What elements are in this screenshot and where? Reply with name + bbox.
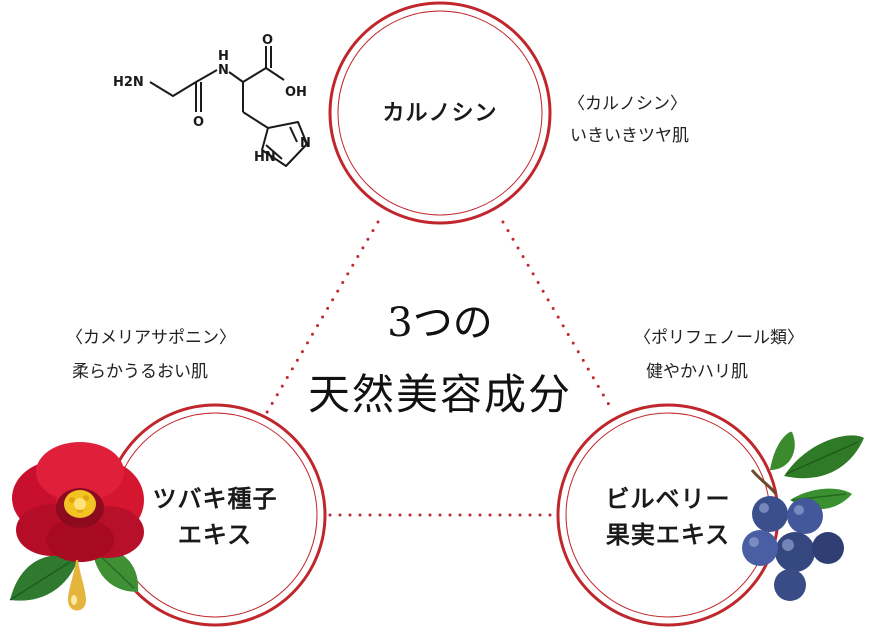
camellia-category: 〈カメリアサポニン〉	[66, 328, 236, 348]
carbonyl-o-label: O	[193, 115, 204, 130]
amide-h-label: H	[218, 49, 229, 64]
camellia-benefit: 柔らかうるおい肌	[72, 362, 208, 382]
acid-o-label: O	[262, 33, 273, 48]
carnosine-molecule-icon	[149, 46, 308, 167]
amide-n-label: N	[218, 63, 229, 78]
carnosine-category: 〈カルノシン〉	[568, 94, 687, 114]
camellia-name-line1: ツバキ種子	[152, 484, 278, 513]
carnosine-name: カルノシン	[382, 100, 498, 126]
title-line2: 天然美容成分	[307, 370, 572, 419]
amine-label: H2N	[113, 75, 144, 90]
connector-top-right	[501, 220, 614, 412]
circle-carnosine	[328, 1, 552, 225]
title-line1: 3つの	[387, 300, 493, 346]
bilberry-benefit: 健やかハリ肌	[646, 362, 748, 382]
bilberry-icon	[742, 431, 864, 601]
ring-hn-label: HN	[254, 150, 276, 165]
bilberry-name-line2: 果実エキス	[605, 520, 731, 549]
ring-n-label: N	[300, 136, 311, 151]
molecule-text: H2N N H O O OH N HN	[113, 33, 311, 165]
hydroxyl-label: OH	[285, 85, 307, 100]
connector-top-left	[264, 220, 380, 416]
carnosine-benefit: いきいきツヤ肌	[570, 126, 689, 146]
connector-lines	[264, 220, 614, 517]
camellia-name-line2: エキス	[177, 520, 253, 549]
bilberry-category: 〈ポリフェノール類〉	[634, 328, 804, 348]
camellia-flower-icon	[9, 442, 144, 611]
bilberry-name-line1: ビルベリー	[605, 484, 731, 513]
